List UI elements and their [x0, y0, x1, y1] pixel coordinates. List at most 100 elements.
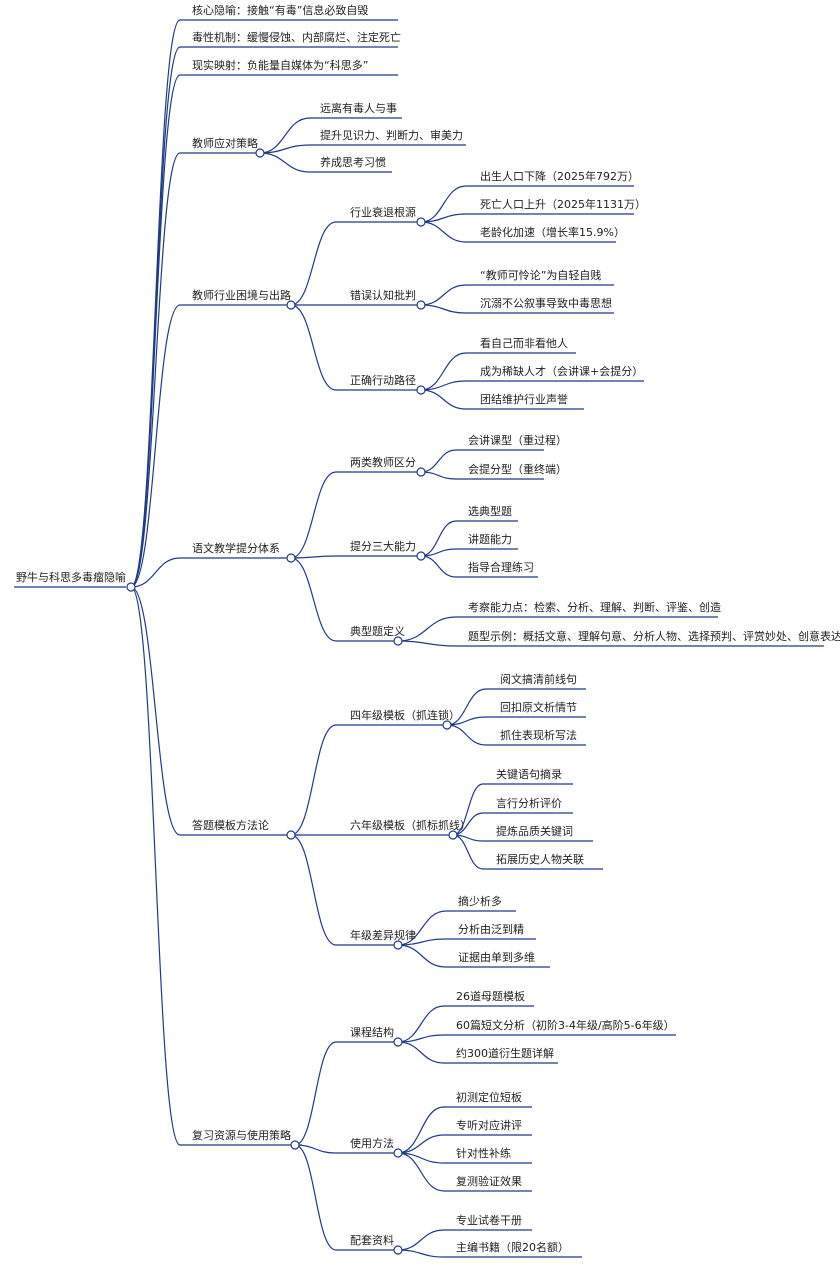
- leaf-label-7-2-1: 关键语句摘录: [496, 768, 562, 781]
- branch-connector-6: [130, 557, 181, 588]
- leaf-connector-5-1-1: [420, 185, 467, 223]
- leaf-connector-4-3: [259, 152, 311, 173]
- branch-toggle-4[interactable]: [255, 148, 265, 158]
- branch-label-3: 现实映射：负能量自媒体为“科思多”: [192, 59, 369, 72]
- sub-toggle-7-2[interactable]: [448, 830, 458, 840]
- leaf-connector-6-3-1: [397, 616, 457, 642]
- branch-connector-8: [130, 586, 181, 1146]
- leaf-label-8-3-1: 专业试卷干册: [456, 1214, 522, 1227]
- branch-label-2: 毒性机制：缓慢侵蚀、内部腐烂、注定死亡: [192, 31, 401, 44]
- leaf-label-7-1-3: 抓住表现析写法: [500, 729, 577, 742]
- leaf-connector-5-3-3: [420, 389, 467, 410]
- leaf-label-7-2-2: 言行分析评价: [496, 797, 562, 810]
- leaf-label-6-3-1: 考察能力点：检索、分析、理解、判断、评鉴、创造: [468, 601, 721, 614]
- sub-connector-5-1: [290, 221, 337, 306]
- sub-toggle-5-1[interactable]: [416, 217, 426, 227]
- leaf-label-4-2: 提升见识力、判断力、审美力: [320, 129, 463, 142]
- sub-toggle-7-1[interactable]: [442, 720, 452, 730]
- sub-connector-8-3: [294, 1144, 337, 1251]
- leaf-label-5-1-3: 老龄化加速（增长率15.9%）: [480, 226, 625, 239]
- sub-toggle-8-2[interactable]: [393, 1148, 403, 1158]
- branch-label-5: 教师行业困境与出路: [192, 289, 291, 302]
- sub-connector-8-1: [294, 1041, 337, 1146]
- leaf-label-8-1-3: 约300道衍生题详解: [456, 1047, 554, 1060]
- leaf-connector-5-1-3: [420, 221, 467, 243]
- branch-toggle-6[interactable]: [286, 553, 296, 563]
- branch-toggle-7[interactable]: [286, 830, 296, 840]
- leaf-connector-7-3-1: [397, 910, 447, 946]
- leaf-label-8-2-4: 复测验证效果: [456, 1175, 522, 1188]
- leaf-connector-6-2-3: [420, 555, 457, 578]
- leaf-label-6-3-2: 题型示例：概括文意、理解句意、分析人物、选择预判、评赏妙处、创意表达: [468, 630, 840, 643]
- sub-toggle-5-3[interactable]: [416, 385, 426, 395]
- branch-label-1: 核心隐喻：接触“有毒”信息必致自毁: [192, 4, 369, 17]
- leaf-connector-7-3-3: [397, 944, 447, 968]
- leaf-label-5-3-1: 看自己而非看他人: [480, 337, 568, 350]
- branch-toggle-8[interactable]: [290, 1140, 300, 1150]
- leaf-label-7-3-2: 分析由泛到精: [458, 923, 524, 936]
- branch-label-4: 教师应对策略: [192, 137, 258, 150]
- sub-connector-5-3: [290, 304, 337, 391]
- leaf-connector-5-3-2: [420, 380, 467, 391]
- branch-connector-2: [130, 46, 181, 588]
- leaf-connector-8-2-4: [397, 1152, 445, 1192]
- sub-toggle-6-1[interactable]: [416, 467, 426, 477]
- leaf-connector-6-2-1: [420, 520, 457, 557]
- root-toggle[interactable]: [126, 582, 136, 592]
- leaf-connector-8-2-1: [397, 1106, 445, 1154]
- sub-label-7-1: 四年级模板（抓连锁）: [350, 709, 460, 722]
- leaf-label-4-1: 远离有毒人与事: [320, 102, 397, 115]
- leaf-label-5-1-1: 出生人口下降（2025年792万）: [480, 170, 639, 183]
- branch-connector-1: [130, 19, 181, 588]
- leaf-connector-8-1-1: [397, 1005, 445, 1043]
- leaf-label-7-1-1: 阅文搞清前线句: [500, 673, 577, 686]
- sub-toggle-5-2[interactable]: [416, 300, 426, 310]
- leaf-connector-7-1-3: [446, 724, 487, 746]
- branch-connector-5: [130, 304, 181, 588]
- sub-toggle-8-1[interactable]: [393, 1037, 403, 1047]
- sub-label-6-3: 典型题定义: [350, 625, 405, 638]
- leaf-connector-8-2-2: [397, 1134, 445, 1154]
- sub-label-7-2: 六年级模板（抓标抓线）: [350, 819, 471, 832]
- leaf-label-5-3-2: 成为稀缺人才（会讲课+会提分）: [480, 365, 644, 378]
- leaf-connector-7-2-4: [452, 834, 484, 870]
- branch-label-6: 语文教学提分体系: [192, 542, 280, 555]
- leaf-label-8-3-2: 主编书籍（限20名额）: [456, 1241, 569, 1254]
- sub-connector-7-3: [290, 834, 337, 946]
- sub-connector-6-3: [290, 557, 337, 642]
- leaf-label-5-2-2: 沉溺不公叙事导致中毒思想: [480, 297, 612, 310]
- branch-connector-7: [130, 586, 181, 836]
- sub-toggle-8-3[interactable]: [393, 1245, 403, 1255]
- leaf-label-7-3-3: 证据由单到多维: [458, 951, 535, 964]
- branch-label-7: 答题模板方法论: [192, 819, 269, 832]
- leaf-connector-5-2-2: [420, 304, 467, 314]
- leaf-label-8-2-2: 专听对应讲评: [456, 1119, 522, 1132]
- leaf-connector-4-1: [259, 117, 311, 154]
- leaf-label-6-2-1: 选典型题: [468, 505, 512, 518]
- sub-connector-6-2: [290, 555, 337, 559]
- sub-label-8-2: 使用方法: [350, 1137, 394, 1150]
- sub-toggle-7-3[interactable]: [393, 940, 403, 950]
- leaf-label-5-1-2: 死亡人口上升（2025年1131万）: [480, 198, 646, 211]
- branch-toggle-5[interactable]: [286, 300, 296, 310]
- leaf-connector-8-3-1: [397, 1229, 445, 1251]
- sub-label-5-1: 行业衰退根源: [350, 206, 416, 219]
- sub-label-6-2: 提分三大能力: [350, 540, 416, 553]
- leaf-connector-8-3-2: [397, 1249, 445, 1258]
- leaf-label-6-1-2: 会提分型（重终端）: [468, 463, 567, 476]
- leaf-label-8-2-3: 针对性补练: [456, 1147, 511, 1160]
- sub-connector-7-1: [290, 724, 337, 836]
- sub-label-7-3: 年级差异规律: [350, 929, 416, 942]
- mindmap-root-label: 野牛与科思多毒瘤隐喻: [16, 571, 126, 584]
- leaf-label-6-1-1: 会讲课型（重过程）: [468, 434, 567, 447]
- sub-toggle-6-2[interactable]: [416, 551, 426, 561]
- sub-label-8-3: 配套资料: [350, 1234, 394, 1247]
- leaf-label-5-3-3: 团结维护行业声誉: [480, 393, 568, 406]
- leaf-label-7-3-1: 摘少析多: [458, 895, 502, 908]
- sub-toggle-6-3[interactable]: [393, 636, 403, 646]
- leaf-connector-5-3-1: [420, 352, 467, 391]
- leaf-connector-6-1-2: [420, 471, 457, 480]
- leaf-connector-6-3-2: [397, 640, 457, 647]
